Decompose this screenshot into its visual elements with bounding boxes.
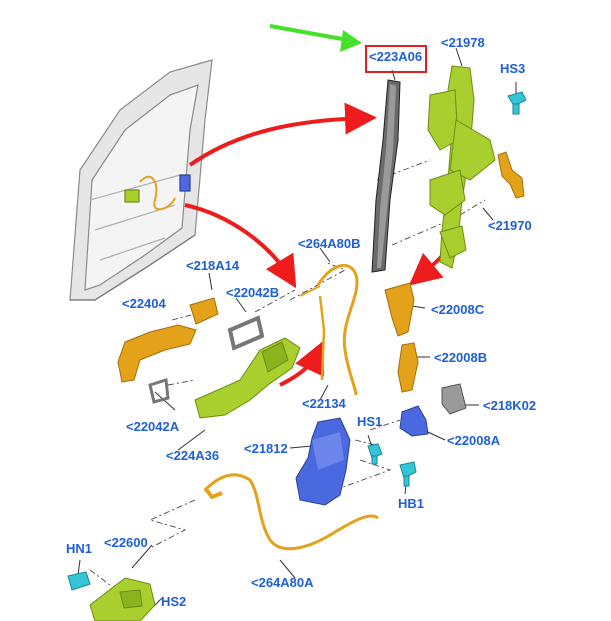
part-223A06-glass-channel[interactable] (371, 79, 401, 273)
part-22042B-gasket[interactable] (227, 315, 265, 351)
part-218K02-seal[interactable] (441, 383, 467, 415)
part-hn1-nut[interactable] (67, 571, 91, 591)
label-22008A[interactable]: <22008A (447, 433, 501, 448)
label-21970[interactable]: <21970 (488, 218, 532, 233)
pointer-arrow-icon (269, 24, 362, 52)
label-224A36[interactable]: <224A36 (166, 448, 220, 463)
callout-arrows (184, 102, 457, 387)
label-218K02[interactable]: <218K02 (483, 398, 537, 413)
part-224A36-handle-frame[interactable] (194, 337, 301, 419)
part-21978-window-regulator[interactable] (427, 65, 496, 269)
label-hb1[interactable]: HB1 (398, 496, 425, 511)
door-assembly (69, 59, 213, 301)
part-22008B-bracket[interactable] (397, 342, 419, 393)
label-21812[interactable]: <21812 (244, 441, 288, 456)
label-218A14[interactable]: <218A14 (186, 258, 240, 273)
part-22600-interior-handle[interactable] (89, 577, 156, 621)
label-22042A[interactable]: <22042A (126, 419, 180, 434)
part-218A14-bracket[interactable] (189, 297, 219, 325)
label-22008C[interactable]: <22008C (431, 302, 485, 317)
part-22008A-bracket[interactable] (399, 405, 429, 437)
label-22042B[interactable]: <22042B (226, 285, 280, 300)
label-22404[interactable]: <22404 (122, 296, 166, 311)
part-21970-bracket[interactable] (497, 151, 525, 199)
label-hs3[interactable]: HS3 (500, 61, 526, 76)
label-hn1[interactable]: HN1 (66, 541, 93, 556)
label-264A80B[interactable]: <264A80B (298, 236, 361, 251)
label-22008B[interactable]: <22008B (434, 350, 488, 365)
label-hs1[interactable]: HS1 (357, 414, 383, 429)
part-22134-rod[interactable] (318, 295, 326, 381)
part-264A80A-cable[interactable] (203, 473, 379, 551)
part-22008C-bracket[interactable] (384, 282, 415, 337)
part-hb1-bolt[interactable] (399, 461, 417, 487)
label-223A06[interactable]: <223A06 (369, 49, 423, 64)
part-21812-door-latch[interactable] (295, 417, 351, 506)
part-hs3-screw[interactable] (507, 91, 527, 115)
part-hs1-screw[interactable] (367, 443, 383, 465)
label-264A80A[interactable]: <264A80A (251, 575, 314, 590)
label-22134[interactable]: <22134 (302, 396, 346, 411)
label-21978[interactable]: <21978 (441, 35, 485, 50)
part-22042A-gasket[interactable] (148, 378, 170, 404)
label-hs2[interactable]: HS2 (161, 594, 187, 609)
part-22404-exterior-handle[interactable] (117, 324, 197, 383)
part-264A80B-cable[interactable] (299, 263, 359, 396)
label-22600[interactable]: <22600 (104, 535, 148, 550)
